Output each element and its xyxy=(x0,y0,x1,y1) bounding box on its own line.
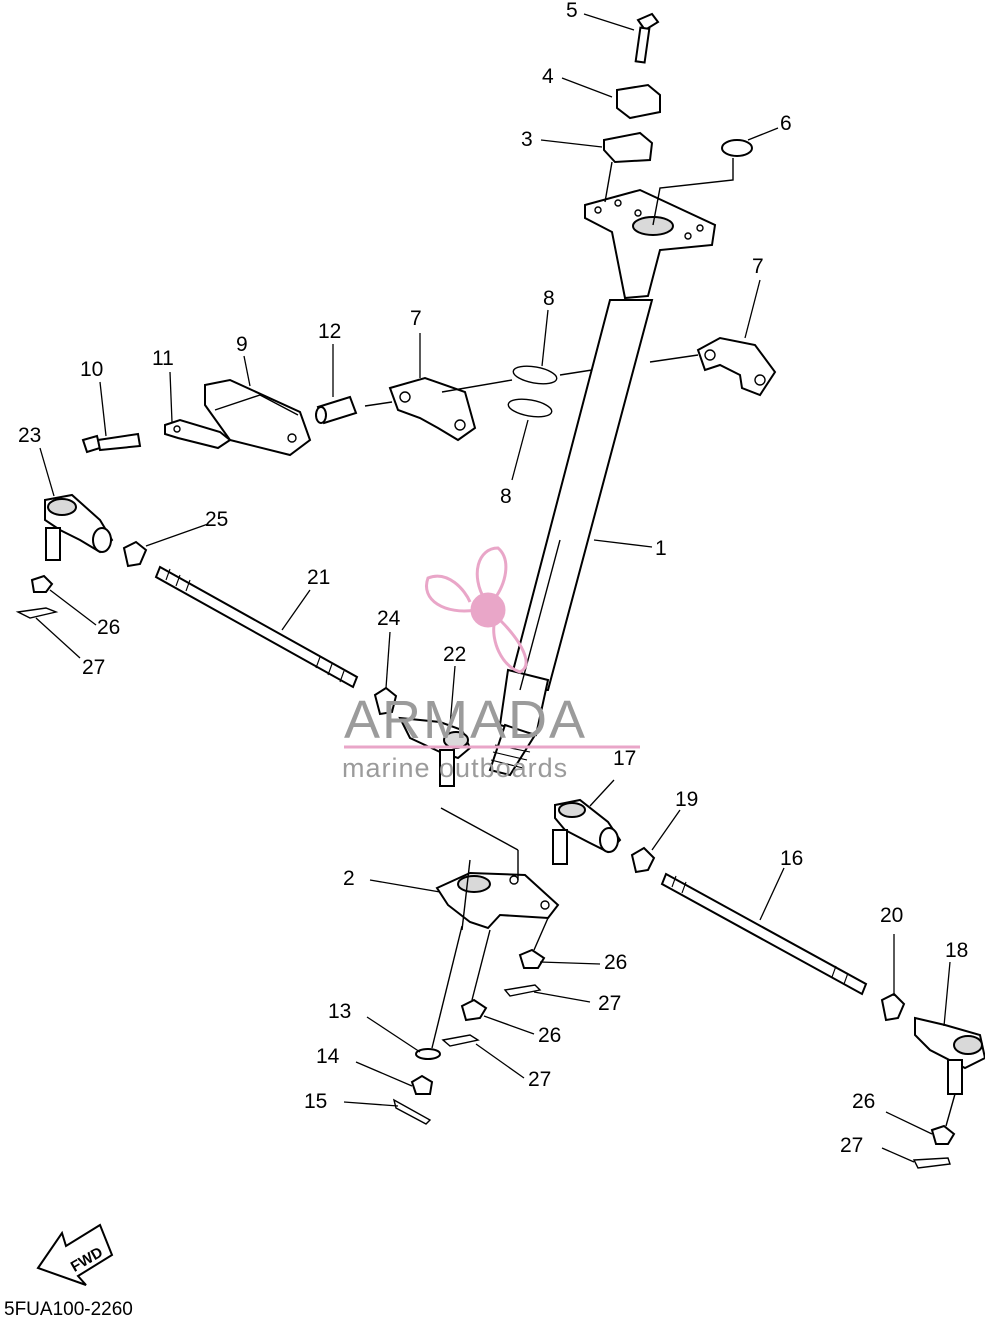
callout-18: 18 xyxy=(945,939,968,962)
callout-22: 22 xyxy=(443,643,466,666)
fwd-arrow: FWD xyxy=(36,1223,114,1286)
watermark-name: ARMADA xyxy=(344,690,587,750)
callout-24: 24 xyxy=(377,607,401,630)
callout-7-right: 7 xyxy=(752,255,764,278)
callout-6: 6 xyxy=(780,112,792,135)
column-clamps xyxy=(364,336,777,442)
callout-3: 3 xyxy=(521,128,533,151)
callout-16: 16 xyxy=(780,847,803,870)
callout-27-c: 27 xyxy=(528,1068,551,1091)
pitman-arm xyxy=(435,807,560,930)
callout-25: 25 xyxy=(205,508,228,531)
small-hardware xyxy=(392,859,956,1169)
callout-5: 5 xyxy=(566,0,578,22)
top-clamp-parts xyxy=(603,12,753,226)
callout-20: 20 xyxy=(880,904,903,927)
callout-23: 23 xyxy=(18,424,41,447)
callout-27-d: 27 xyxy=(840,1134,863,1157)
callout-27-b: 27 xyxy=(598,992,621,1015)
callout-11: 11 xyxy=(152,347,174,370)
callout-4: 4 xyxy=(542,65,554,88)
callout-7-left: 7 xyxy=(410,307,422,330)
callout-19: 19 xyxy=(675,788,698,811)
watermark-tagline: marine outboards xyxy=(342,753,568,783)
callouts: 1 2 3 4 5 6 7 7 8 8 9 10 11 12 13 14 15 … xyxy=(18,0,968,1157)
callout-26-a: 26 xyxy=(97,616,120,639)
callout-2: 2 xyxy=(343,867,355,890)
left-tie-rod xyxy=(15,493,359,689)
callout-27-a: 27 xyxy=(82,656,105,679)
callout-8-bottom: 8 xyxy=(500,485,512,508)
callout-26-b: 26 xyxy=(604,951,627,974)
callout-14: 14 xyxy=(316,1045,340,1068)
callout-8-top: 8 xyxy=(543,287,555,310)
callout-9: 9 xyxy=(236,333,248,356)
callout-21: 21 xyxy=(307,566,330,589)
leader-lines xyxy=(35,13,951,1163)
callout-26-c: 26 xyxy=(538,1024,561,1047)
propeller-logo-icon xyxy=(425,546,528,674)
callout-17: 17 xyxy=(613,747,636,770)
steering-column xyxy=(488,188,717,777)
callout-12: 12 xyxy=(318,320,341,343)
watermark: ARMADA marine outboards xyxy=(342,546,640,783)
callout-13: 13 xyxy=(328,1000,351,1023)
callout-10: 10 xyxy=(80,358,103,381)
right-tie-rod xyxy=(552,798,985,1095)
diagram-code: 5FUA100-2260 xyxy=(4,1299,133,1320)
callout-15: 15 xyxy=(304,1090,327,1113)
callout-1: 1 xyxy=(655,537,667,560)
lock-plate-parts xyxy=(81,378,358,457)
callout-26-d: 26 xyxy=(852,1090,875,1113)
